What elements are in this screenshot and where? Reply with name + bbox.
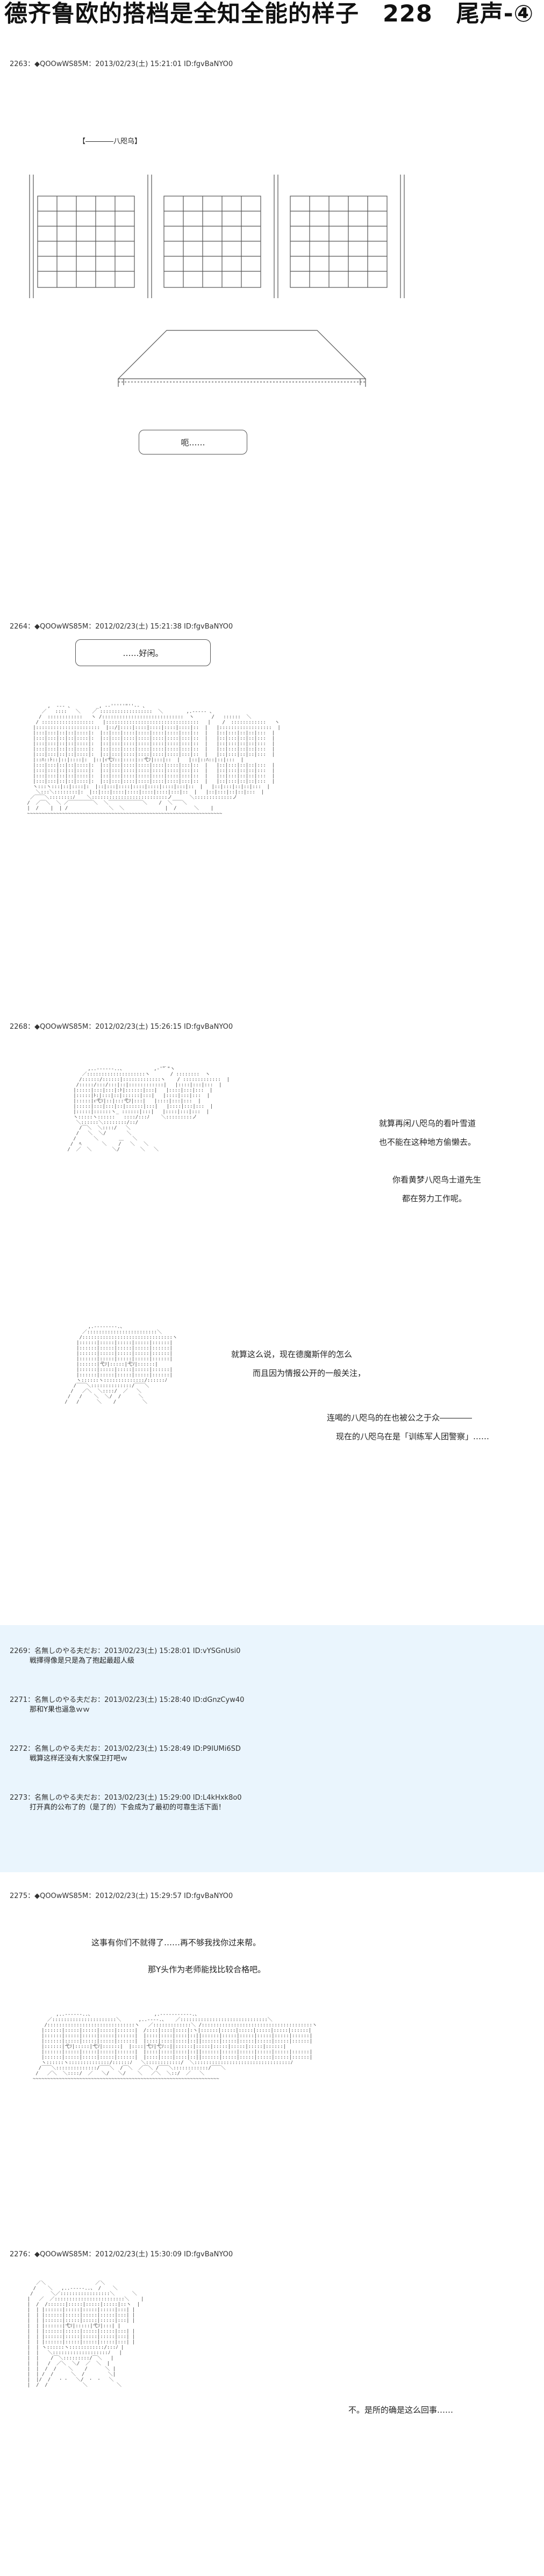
speech-text: 呃…… — [181, 437, 205, 448]
comment-body: 打开真的公布了的（是了的）下会成为了最初的可靠生活下面！ — [30, 1803, 226, 1812]
dialogue-line: 都在努力工作呢。 — [402, 1194, 467, 1203]
dialogue-line: 就算这么说，现在德魔斯伴的怎么 — [231, 1350, 353, 1359]
speech-bubble: ……好闲。 — [75, 639, 211, 666]
post-header: 2263：◆QOOwWS85M：2013/02/23(土) 15:21:01 I… — [10, 60, 233, 68]
comments-section — [0, 1625, 544, 1872]
table-art — [108, 325, 376, 389]
post-header: 2273：名無しのやる夫だお：2013/02/23(土) 15:29:00 ID… — [10, 1794, 242, 1802]
post-header: 2269：名無しのやる夫だお：2013/02/23(土) 15:28:01 ID… — [10, 1647, 241, 1655]
dialogue-line: 那Y头作为老师能找比较合格吧。 — [148, 1965, 266, 1974]
post-header: 2271：名無しのやる夫だお：2013/02/23(土) 15:28:40 ID… — [10, 1696, 245, 1704]
caption: 【――――八咫乌】 — [78, 138, 142, 146]
page-title: 德齐鲁欧的搭档是全知全能的样子 228 尾声-④ — [4, 1, 534, 27]
post-header: 2272：名無しのやる夫だお：2013/02/23(土) 15:28:49 ID… — [10, 1745, 241, 1753]
speech-text: ……好闲。 — [123, 648, 163, 658]
ascii-art-character-2: ,.-‐‐‐‐‐‐-.、 ／::::::::::::::::::::::::＼ … — [65, 1324, 177, 1405]
comment-body: 戦擇得像是只是為了抱起最超人級 — [30, 1657, 135, 1665]
speech-bubble: 呃…… — [139, 430, 247, 454]
dialogue-line: 现在的八咫乌在是「训练军人团警察」…… — [336, 1432, 490, 1441]
comment-body: 戦算这样还没有大家保卫打吧ｗ — [30, 1755, 128, 1763]
dialogue-line: 连喝的八咫乌的在也被公之于众―――― — [327, 1413, 473, 1423]
dialogue-line: 不。是所的确是这么回事…… — [348, 2405, 454, 2415]
post-header: 2276：◆QOOwWS85M：2012/02/23(土) 15:30:09 I… — [10, 2250, 233, 2258]
dialogue-line: 就算再闲八咫乌的看叶雪道 — [379, 1119, 476, 1128]
ascii-art-character: ,..-‐‐‐‐-..、 ,‐'"ﾞ"ヽ ／::::::::::::::::::… — [67, 1066, 230, 1152]
dialogue-line: 这事有你们不就得了……再不够我找你过来帮。 — [91, 1938, 261, 1947]
dialogue-line: 你看黄梦八咫鸟士道先生 — [392, 1175, 482, 1185]
ascii-art-character-3: ／＼ ／＼ / ＼ ,..-‐‐‐-..、 / ＼ / ＼／::::::::::… — [27, 2281, 144, 2388]
dialogue-line: 而且因为情报公开的一般关注， — [253, 1368, 366, 1378]
comment-body: 那和Y果也逼急ｗｗ — [30, 1706, 90, 1714]
ascii-art-crowd-2: ,..-‐‐‐‐-..、 ,.-‐‐‐‐‐‐‐‐‐-.、 ／::::::::::… — [32, 2012, 317, 2082]
ascii-art-crowd: , ‐‐‐ 、 _, -‐'''''"''‐- 、 ／ :::: ＼ ／ :::… — [27, 704, 281, 817]
window-panels-art — [27, 175, 419, 298]
dialogue-line: 也不能在这种地方偷懒去。 — [379, 1137, 476, 1147]
post-header: 2275：◆QOOwWS85M：2012/02/23(土) 15:29:57 I… — [10, 1892, 233, 1900]
post-header: 2264：◆QOOwWS85M：2012/02/23(土) 15:21:38 I… — [10, 623, 233, 631]
post-header: 2268：◆QOOwWS85M：2012/02/23(土) 15:26:15 I… — [10, 1023, 233, 1031]
